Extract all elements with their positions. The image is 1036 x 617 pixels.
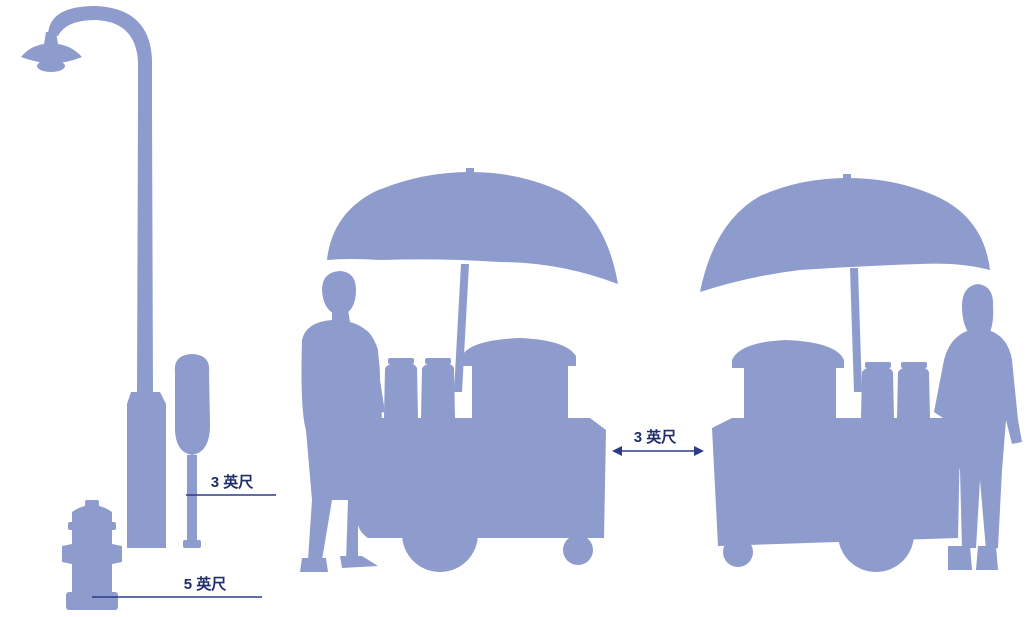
cart-gap-arrow — [612, 446, 704, 456]
street-lamp — [21, 6, 166, 548]
meter-clearance-label: 3 英尺 — [211, 473, 254, 491]
cart-gap-label: 3 英尺 — [634, 428, 677, 446]
hydrant-clearance-label: 5 英尺 — [184, 575, 227, 593]
parking-meter — [175, 354, 210, 548]
fire-hydrant — [62, 500, 122, 610]
